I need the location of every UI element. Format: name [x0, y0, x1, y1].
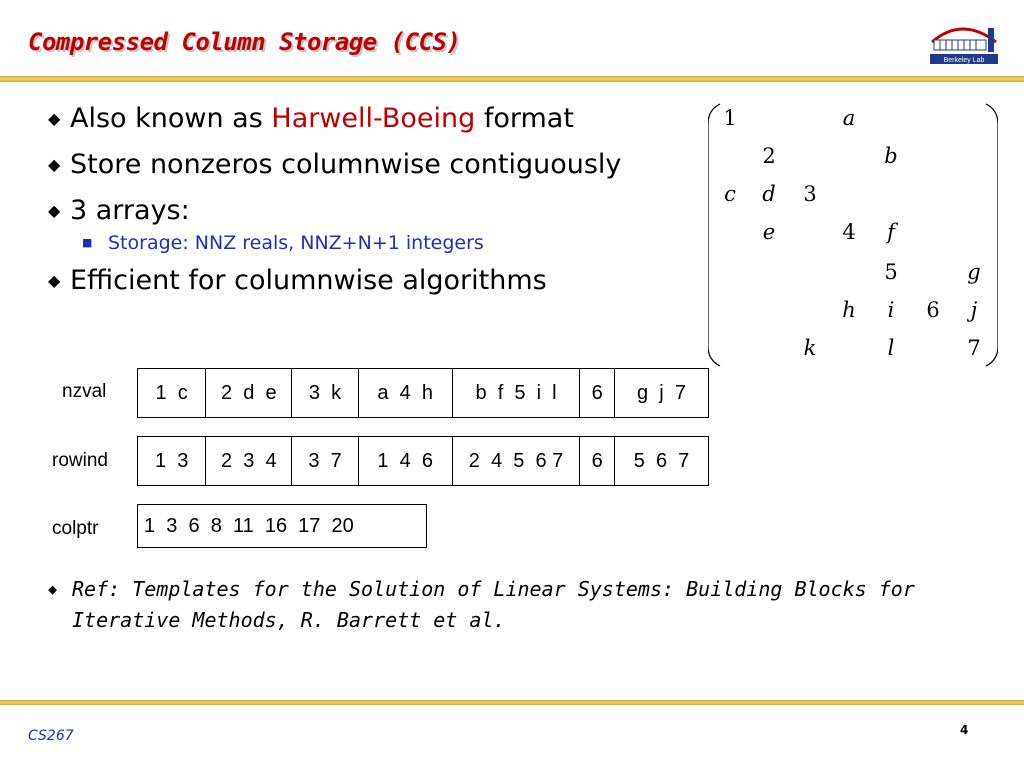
- sparse-matrix: 1 a 2 b c d 3 e 4 f 5 g h i 6 j k l 7: [708, 100, 998, 370]
- rowind-segment: 2 3 4: [206, 437, 293, 485]
- nzval-segment: g j 7: [637, 381, 686, 404]
- matrix-entry: e: [762, 220, 776, 244]
- bullet-text: Efficient for columnwise algorithms: [70, 265, 547, 296]
- colptr-label: colptr: [52, 518, 99, 539]
- slide-title: Compressed Column Storage (CCS): [28, 28, 461, 56]
- berkeley-lab-logo: Berkeley Lab: [930, 27, 998, 64]
- matrix-entry: l: [887, 336, 895, 360]
- matrix-entry: 3: [803, 182, 817, 206]
- bullet-text: format: [475, 103, 574, 134]
- rowind-segment: 1 3: [138, 437, 207, 485]
- footer-course: CS267: [28, 728, 74, 744]
- page-number: 4: [960, 723, 969, 737]
- matrix-entry: 7: [967, 336, 981, 360]
- matrix-entry: f: [887, 220, 895, 244]
- sub-bullet-storage: ■ Storage: NNZ reals, NNZ+N+1 integers: [48, 228, 621, 258]
- diamond-bullet-icon: ◆: [48, 109, 61, 128]
- bullet-text: Store nonzeros columnwise contiguously: [70, 149, 622, 180]
- nzval-segment: 1 c: [138, 369, 207, 417]
- matrix-entry: 2: [762, 144, 776, 168]
- rowind-segment: 6: [580, 437, 615, 485]
- matrix-entry: b: [884, 144, 898, 168]
- right-bracket: [985, 103, 998, 367]
- logo-text: Berkeley Lab: [944, 57, 985, 64]
- nzval-label: nzval: [62, 381, 107, 402]
- diamond-bullet-icon: ◆: [48, 201, 61, 220]
- matrix-entry: 6: [926, 298, 940, 322]
- matrix-entry: a: [842, 106, 856, 130]
- matrix-brackets: [708, 103, 998, 367]
- rowind-segment: 3 7: [292, 437, 359, 485]
- nzval-segment: a 4 h: [359, 369, 453, 417]
- colptr-array: 1 3 6 8 11 16 17 20: [137, 504, 427, 548]
- reference-text: Ref: Templates for the Solution of Linea…: [72, 577, 915, 632]
- matrix-entry: h: [842, 298, 856, 322]
- logo-building: [933, 39, 987, 51]
- bullet-efficient: ◆ Efficient for columnwise algorithms: [48, 258, 621, 304]
- nzval-segment: 3 k: [292, 369, 359, 417]
- footer-rule: [0, 700, 1024, 705]
- rowind-segment: 2 4 5 6 7: [453, 437, 581, 485]
- matrix-entry: 5: [884, 260, 898, 284]
- matrix-entry: 1: [723, 106, 737, 130]
- rowind-label: rowind: [52, 450, 108, 471]
- colptr-values: 1 3 6 8 11 16 17 20: [144, 514, 354, 537]
- matrix-entry: c: [724, 182, 736, 206]
- nzval-segment: b f 5 i l: [453, 369, 581, 417]
- matrix-entry: k: [803, 336, 817, 360]
- logo-tower: [988, 28, 994, 52]
- nzval-segment: 2 d e: [206, 369, 293, 417]
- left-bracket: [708, 103, 721, 367]
- matrix-entry: j: [970, 298, 978, 322]
- matrix-entry: d: [762, 182, 776, 206]
- bullet-harwell-boeing: ◆ Also known as Harwell-Boeing format: [48, 96, 621, 142]
- diamond-bullet-icon: ◆: [48, 271, 61, 290]
- nzval-segment: 6: [580, 369, 615, 417]
- rowind-segment: 1 4 6: [359, 437, 453, 485]
- header-rule: [0, 76, 1024, 82]
- bullet-list: ◆ Also known as Harwell-Boeing format ◆ St…: [48, 96, 621, 304]
- matrix-entry: g: [967, 260, 981, 284]
- bullet-text: 3 arrays:: [70, 195, 190, 226]
- square-bullet-icon: ■: [82, 236, 93, 249]
- bullet-three-arrays: ◆ 3 arrays:: [48, 188, 621, 234]
- rowind-segment: 5 6 7: [633, 449, 690, 472]
- logo-banner: [930, 54, 998, 64]
- matrix-entry: 4: [842, 220, 856, 244]
- bullet-text: Also known as: [70, 103, 272, 134]
- matrix-entry: i: [887, 298, 895, 322]
- diamond-bullet-icon: ◆: [48, 155, 61, 174]
- reference-bullet: ◆ Ref: Templates for the Solution of Line…: [48, 574, 1012, 636]
- bullet-columnwise: ◆ Store nonzeros columnwise contiguously: [48, 142, 621, 188]
- sub-bullet-text: Storage: NNZ reals, NNZ+N+1 integers: [108, 232, 484, 254]
- diamond-bullet-icon: ◆: [48, 580, 58, 598]
- harwell-boeing-highlight: Harwell-Boeing: [271, 103, 476, 134]
